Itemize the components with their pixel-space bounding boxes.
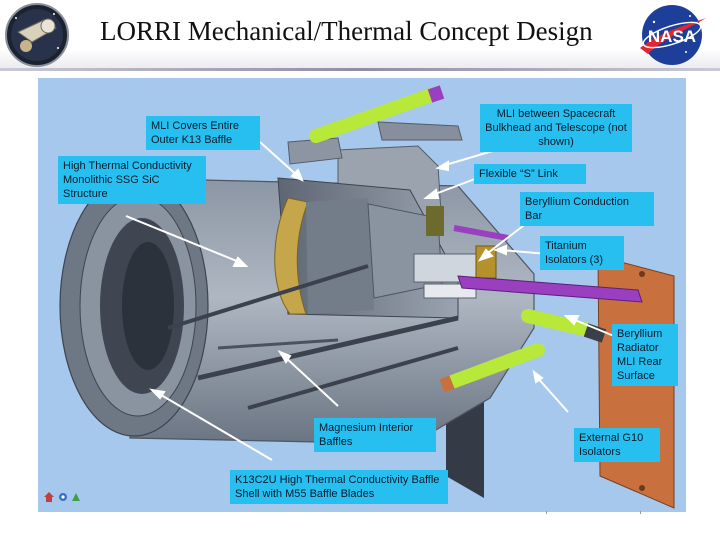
- nasa-logo-icon: NASA: [640, 5, 706, 65]
- new-horizons-patch-icon: [5, 3, 69, 67]
- top-g10-isolator: [309, 87, 441, 143]
- callout-k13c2u-shell: K13C2U High Thermal Conductivity Baffle …: [230, 470, 448, 504]
- slide-header: [0, 0, 720, 70]
- primary-mirror: [274, 197, 309, 315]
- callout-arrows: [125, 141, 615, 461]
- callout-g10-isolators: External G10 Isolators: [574, 428, 660, 462]
- right-g10-isolator: [521, 309, 595, 337]
- slide-nav-controls[interactable]: [42, 488, 82, 506]
- callout-beryllium-bar: Beryllium Conduction Bar: [520, 192, 654, 226]
- callout-sic-structure: High Thermal Conductivity Monolithic SSG…: [58, 156, 206, 204]
- callout-mli-covers: MLI Covers Entire Outer K13 Baffle: [146, 116, 260, 150]
- lower-g10-isolator: [445, 343, 545, 389]
- callout-magnesium-baffles: Magnesium Interior Baffles: [314, 418, 436, 452]
- view-icon[interactable]: [59, 493, 67, 501]
- callout-titanium-isolators: Titanium Isolators (3): [540, 236, 624, 270]
- up-icon[interactable]: [72, 493, 80, 501]
- svg-text:NASA: NASA: [648, 27, 696, 46]
- home-icon[interactable]: [44, 492, 54, 502]
- slide-title: LORRI Mechanical/Thermal Concept Design: [100, 16, 593, 46]
- callout-beryllium-radiator: Beryllium Radiator MLI Rear Surface: [612, 324, 678, 386]
- callout-s-link: Flexible “S” Link: [474, 164, 586, 184]
- callout-mli-between: MLI between Spacecraft Bulkhead and Tele…: [480, 104, 632, 152]
- header-divider: [0, 68, 720, 71]
- footer-marks: [546, 511, 641, 514]
- magnesium-interior-baffles: [167, 264, 369, 330]
- titanium-isolator-strap: [457, 275, 643, 303]
- telescope-illustration: [59, 85, 675, 509]
- lorri-diagram: MLI Covers Entire Outer K13 Baffle High …: [38, 78, 686, 512]
